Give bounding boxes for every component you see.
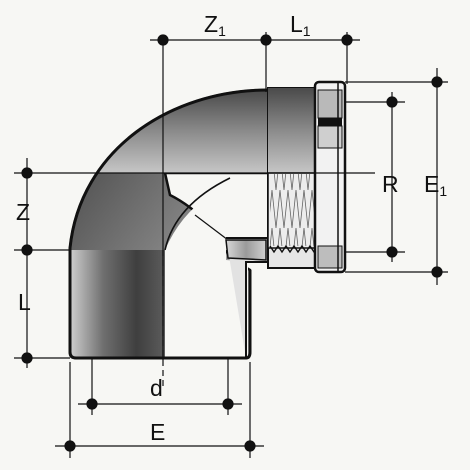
- dimension-labels: Z1 L1 R E1 Z L d E: [16, 11, 447, 445]
- elbow-outline: [68, 88, 269, 360]
- dim-dot: [222, 398, 234, 410]
- label-z1: Z1: [204, 11, 226, 39]
- dimension-lines: [14, 32, 448, 458]
- label-e: E: [150, 419, 165, 445]
- dim-dot: [21, 352, 33, 364]
- label-r: R: [382, 171, 399, 197]
- bore-curve: [164, 177, 231, 251]
- dim-dot: [431, 76, 443, 88]
- label-z: Z: [16, 199, 30, 225]
- end-ring-bottom: [317, 245, 343, 269]
- threaded-socket: [267, 80, 347, 274]
- end-ring-seal: [318, 118, 342, 126]
- elbow-upper-leg: [98, 90, 268, 173]
- dim-dot: [157, 34, 169, 46]
- dim-dot: [244, 440, 256, 452]
- dim-dot: [386, 96, 398, 108]
- dim-dot: [386, 246, 398, 258]
- socket-step-shade: [225, 239, 267, 261]
- dim-dot: [260, 34, 272, 46]
- dim-dot: [341, 34, 353, 46]
- bore-hatch: [194, 214, 229, 241]
- dim-dot: [86, 398, 98, 410]
- dim-dot: [21, 244, 33, 256]
- dim-dot: [64, 440, 76, 452]
- label-d: d: [150, 375, 163, 401]
- socket-upper-wall: [268, 88, 318, 173]
- centerlines: [14, 38, 375, 388]
- elbow-lower-leg: [70, 250, 165, 358]
- label-l: L: [18, 289, 31, 315]
- label-e1: E1: [424, 171, 447, 199]
- end-ring-mid: [317, 125, 343, 149]
- elbow-body: [68, 88, 270, 360]
- dim-dot: [431, 266, 443, 278]
- label-l1: L1: [290, 11, 311, 39]
- dim-dot: [21, 167, 33, 179]
